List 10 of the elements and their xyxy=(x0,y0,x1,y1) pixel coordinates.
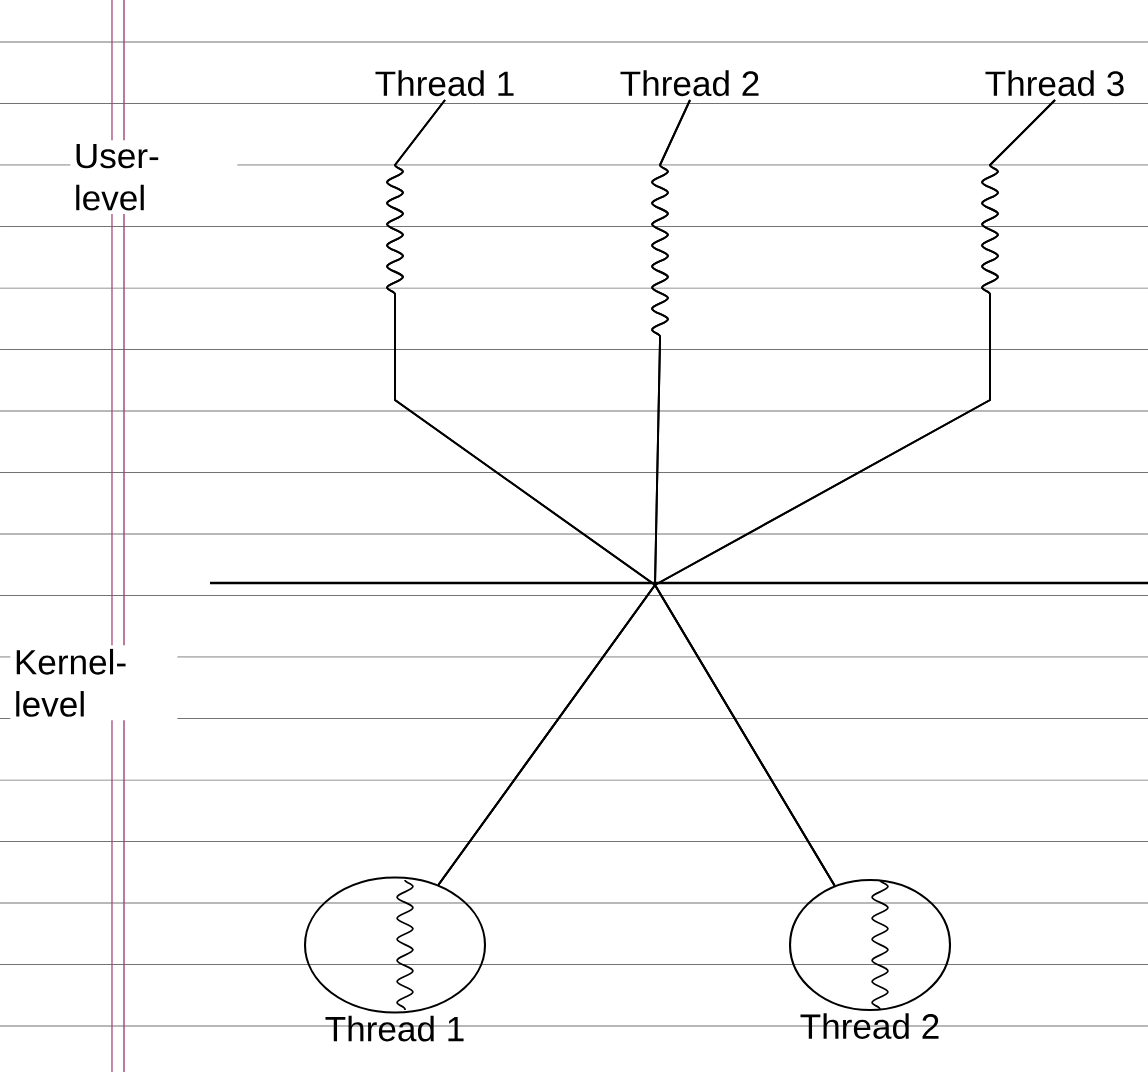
level-label: Kernel- level xyxy=(10,645,178,721)
level-label: User- level xyxy=(70,140,238,215)
kernel-thread: Thread 1 xyxy=(303,876,487,1042)
thread-label: Thread 3 xyxy=(985,70,1124,97)
kernel-thread: Thread 2 xyxy=(788,878,952,1039)
node-label: Thread 1 xyxy=(325,1015,464,1042)
thread-label: Thread 2 xyxy=(620,70,759,97)
thread-label: Thread 1 xyxy=(375,70,514,97)
thread-connector xyxy=(654,99,1056,887)
node-label: Thread 2 xyxy=(800,1013,939,1039)
